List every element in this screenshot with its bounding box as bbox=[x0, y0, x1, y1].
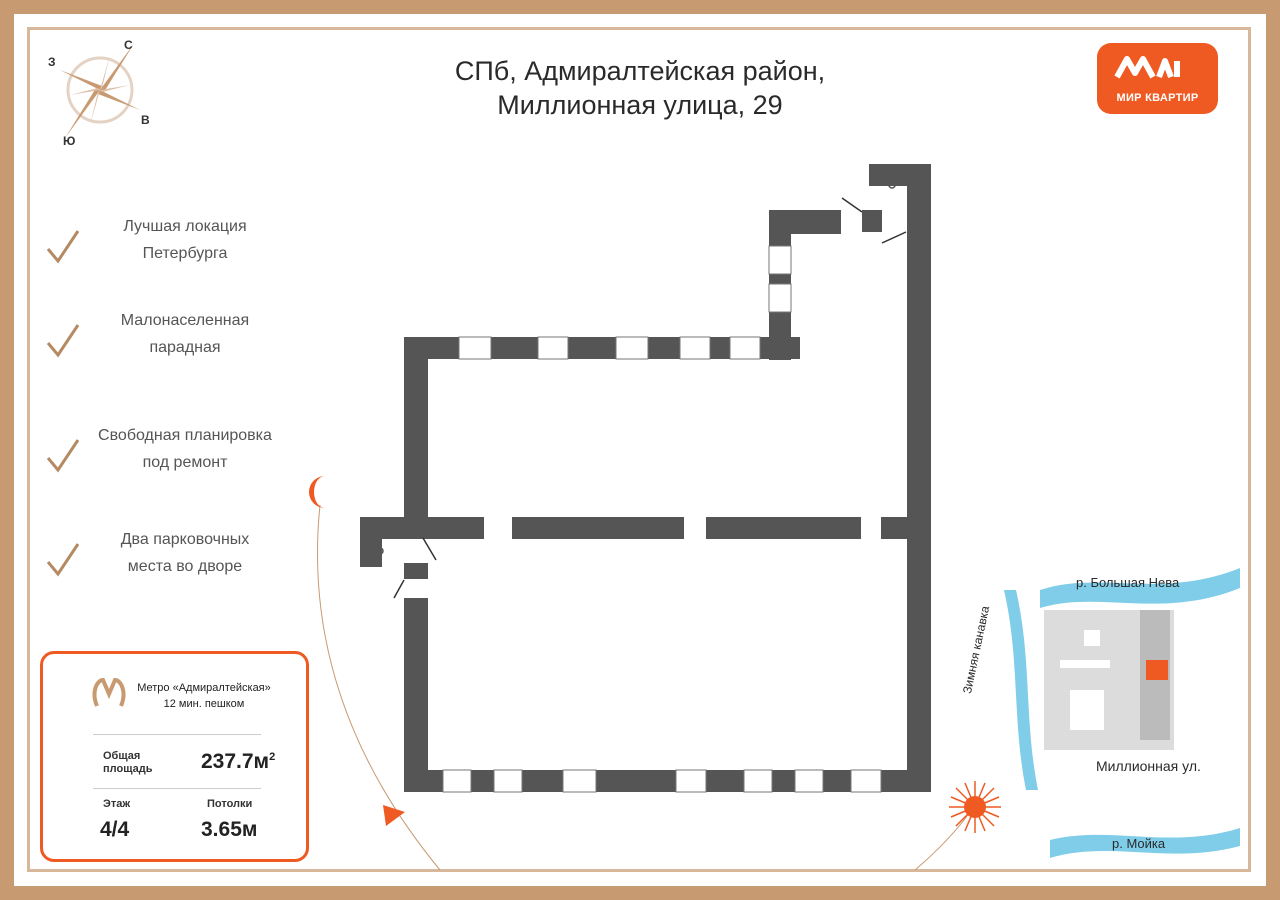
feature-line-1: Малонаселенная bbox=[120, 312, 250, 329]
map-label-moika: р. Мойка bbox=[1112, 836, 1166, 851]
compass-west-label: З bbox=[48, 55, 56, 69]
plan-frame bbox=[27, 27, 1251, 872]
address-line-2: Миллионная улица, 29 bbox=[497, 90, 783, 120]
feature-line-2: Петербурга bbox=[142, 245, 228, 262]
floor-label: Этаж bbox=[103, 798, 131, 810]
area-label: Общая площадь bbox=[103, 750, 152, 776]
property-info-card: Метро «Адмиралтейская» 12 мин. пешком Об… bbox=[40, 651, 309, 862]
check-icon bbox=[46, 543, 80, 577]
address-title: СПб, Адмиралтейская район, Миллионная ул… bbox=[420, 54, 860, 122]
floor-plan-walls bbox=[360, 164, 931, 792]
compass-north-label: С bbox=[124, 38, 133, 52]
area-number: 237.7м bbox=[201, 750, 270, 773]
floor-value: 4/4 bbox=[100, 818, 130, 841]
moon-icon bbox=[309, 476, 325, 508]
feature-line-2: парадная bbox=[149, 339, 221, 356]
floor-plan-windows bbox=[442, 245, 882, 793]
map-label-street: Миллионная ул. bbox=[1096, 758, 1201, 774]
check-icon bbox=[46, 439, 80, 473]
compass-south-label: Ю bbox=[63, 134, 76, 148]
brand-logo: МИР КВАРТИР bbox=[1097, 43, 1218, 114]
feature-line-2: места во дворе bbox=[127, 558, 243, 575]
feature-item: Два парковочных места во дворе bbox=[40, 526, 310, 586]
canal-shape bbox=[1004, 590, 1038, 790]
feature-line-2: под ремонт bbox=[142, 454, 228, 471]
compass-east-label: В bbox=[141, 113, 150, 127]
brand-logo-text: МИР КВАРТИР bbox=[1116, 92, 1199, 104]
river-moika-shape bbox=[1050, 828, 1240, 858]
area-unit-sup: 2 bbox=[269, 751, 276, 763]
feature-line-1: Свободная планировка bbox=[98, 427, 272, 444]
metro-icon bbox=[92, 677, 126, 707]
brand-logo-mark-icon bbox=[1114, 56, 1180, 79]
metro-station: Метро «Адмиралтейская» bbox=[137, 682, 271, 694]
compass-rose-icon bbox=[60, 42, 140, 138]
feature-line-1: Лучшая локация bbox=[123, 218, 247, 235]
metro-info: Метро «Адмиралтейская» 12 мин. пешком bbox=[129, 680, 279, 712]
floor-plan-doors bbox=[393, 197, 907, 599]
card-divider bbox=[93, 788, 261, 789]
location-map bbox=[1004, 568, 1240, 858]
check-icon bbox=[46, 230, 80, 264]
building-marker bbox=[1146, 660, 1168, 680]
feature-item: Малонаселенная парадная bbox=[40, 307, 310, 367]
map-label-neva: р. Большая Нева bbox=[1076, 575, 1180, 590]
feature-item: Свободная планировка под ремонт bbox=[40, 422, 310, 482]
ceiling-value: 3.65м bbox=[201, 818, 258, 841]
sun-icon bbox=[949, 781, 1001, 833]
area-label-line-2: площадь bbox=[103, 763, 153, 775]
river-neva-shape bbox=[1040, 568, 1240, 608]
check-icon bbox=[46, 324, 80, 358]
area-label-line-1: Общая bbox=[103, 750, 141, 762]
feature-line-1: Два парковочных bbox=[120, 531, 250, 548]
card-divider bbox=[93, 734, 261, 735]
address-line-1: СПб, Адмиралтейская район, bbox=[454, 56, 826, 86]
metro-walk-time: 12 мин. пешком bbox=[163, 698, 245, 710]
toilet-icon bbox=[370, 175, 897, 556]
ceiling-label: Потолки bbox=[207, 798, 253, 810]
area-value: 237.7м2 bbox=[201, 750, 275, 774]
